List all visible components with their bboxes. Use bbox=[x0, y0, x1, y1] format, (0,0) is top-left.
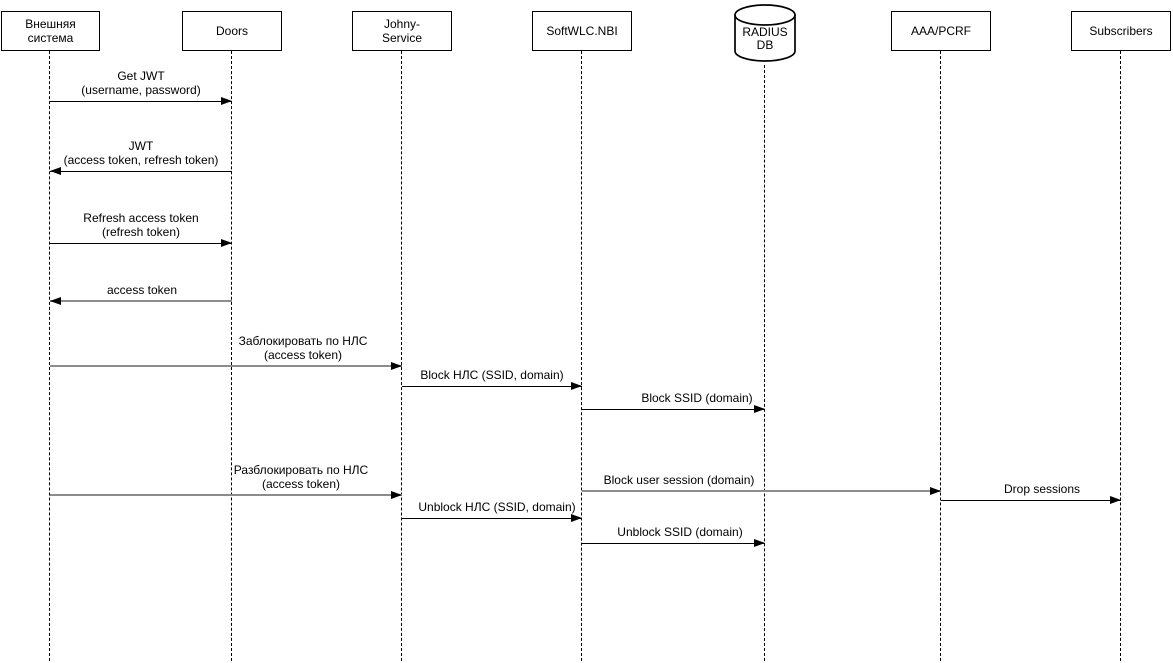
message-label-jwt-tokens: JWT (access token, refresh token) bbox=[63, 139, 219, 167]
arrowhead-icon bbox=[1110, 496, 1121, 504]
arrowhead-icon bbox=[754, 405, 765, 413]
lifeline-radius-db bbox=[764, 65, 765, 661]
database-icon bbox=[734, 4, 796, 62]
arrowhead-icon bbox=[754, 539, 765, 547]
message-unblock-nls bbox=[402, 518, 582, 519]
message-unblock-ssid bbox=[582, 543, 765, 544]
actor-label: SoftWLC.NBI bbox=[546, 24, 618, 38]
message-drop-sessions bbox=[941, 500, 1121, 501]
lifeline-aaa-pcrf bbox=[940, 51, 941, 661]
actor-label: AAA/PCRF bbox=[910, 24, 971, 38]
arrowhead-icon bbox=[391, 362, 402, 370]
arrowhead-icon bbox=[571, 514, 582, 522]
message-label-unblock-by-nls: Разблокировать по НЛС (access token) bbox=[233, 463, 369, 491]
actor-label: Внешняя система bbox=[25, 17, 76, 45]
arrowhead-icon bbox=[50, 167, 61, 175]
message-access-token bbox=[50, 300, 232, 302]
message-block-ssid bbox=[582, 409, 765, 410]
arrowhead-icon bbox=[930, 487, 941, 495]
actor-label: RADIUS DB bbox=[742, 25, 788, 52]
message-block-nls bbox=[402, 386, 582, 387]
lifeline-subscribers bbox=[1120, 51, 1121, 661]
message-label-unblock-nls: Unblock НЛС (SSID, domain) bbox=[418, 500, 576, 514]
message-label-drop-sessions: Drop sessions bbox=[1003, 482, 1081, 496]
actor-doors: Doors bbox=[182, 11, 282, 51]
lifeline-softwlc-nbi bbox=[581, 51, 582, 661]
actor-aaa-pcrf: AAA/PCRF bbox=[891, 11, 991, 51]
actor-label: Doors bbox=[215, 24, 248, 38]
arrowhead-icon bbox=[571, 382, 582, 390]
arrowhead-icon bbox=[221, 97, 232, 105]
actor-label: Subscribers bbox=[1089, 24, 1153, 38]
lifeline-external-system bbox=[49, 51, 50, 661]
message-block-user-session bbox=[582, 490, 941, 492]
message-label-get-jwt: Get JWT (username, password) bbox=[81, 69, 201, 97]
actor-softwlc-nbi: SoftWLC.NBI bbox=[532, 11, 632, 51]
message-label-block-by-nls: Заблокировать по НЛС (access token) bbox=[238, 334, 368, 362]
actor-radius-db: RADIUS DB bbox=[733, 3, 797, 63]
actor-subscribers: Subscribers bbox=[1071, 11, 1171, 51]
message-label-block-user-session: Block user session (domain) bbox=[603, 473, 755, 487]
message-label-block-ssid: Block SSID (domain) bbox=[641, 391, 753, 405]
actor-johny-service: Johny- Service bbox=[352, 11, 452, 51]
message-jwt-tokens bbox=[50, 171, 232, 172]
message-refresh-access-token bbox=[50, 243, 232, 244]
arrowhead-icon bbox=[391, 491, 402, 499]
message-get-jwt bbox=[50, 101, 232, 102]
message-label-access-token: access token bbox=[106, 283, 178, 297]
actor-external-system: Внешняя система bbox=[1, 11, 100, 51]
arrowhead-icon bbox=[50, 297, 61, 305]
message-label-refresh-access-token: Refresh access token (refresh token) bbox=[83, 211, 199, 239]
message-block-by-nls bbox=[50, 365, 402, 367]
lifeline-johny-service bbox=[401, 51, 402, 661]
message-label-unblock-ssid: Unblock SSID (domain) bbox=[617, 525, 743, 539]
arrowhead-icon bbox=[221, 239, 232, 247]
message-label-block-nls: Block НЛС (SSID, domain) bbox=[420, 368, 564, 382]
message-unblock-by-nls bbox=[50, 494, 402, 496]
actor-label: Johny- Service bbox=[381, 17, 422, 45]
lifeline-doors bbox=[231, 51, 232, 661]
